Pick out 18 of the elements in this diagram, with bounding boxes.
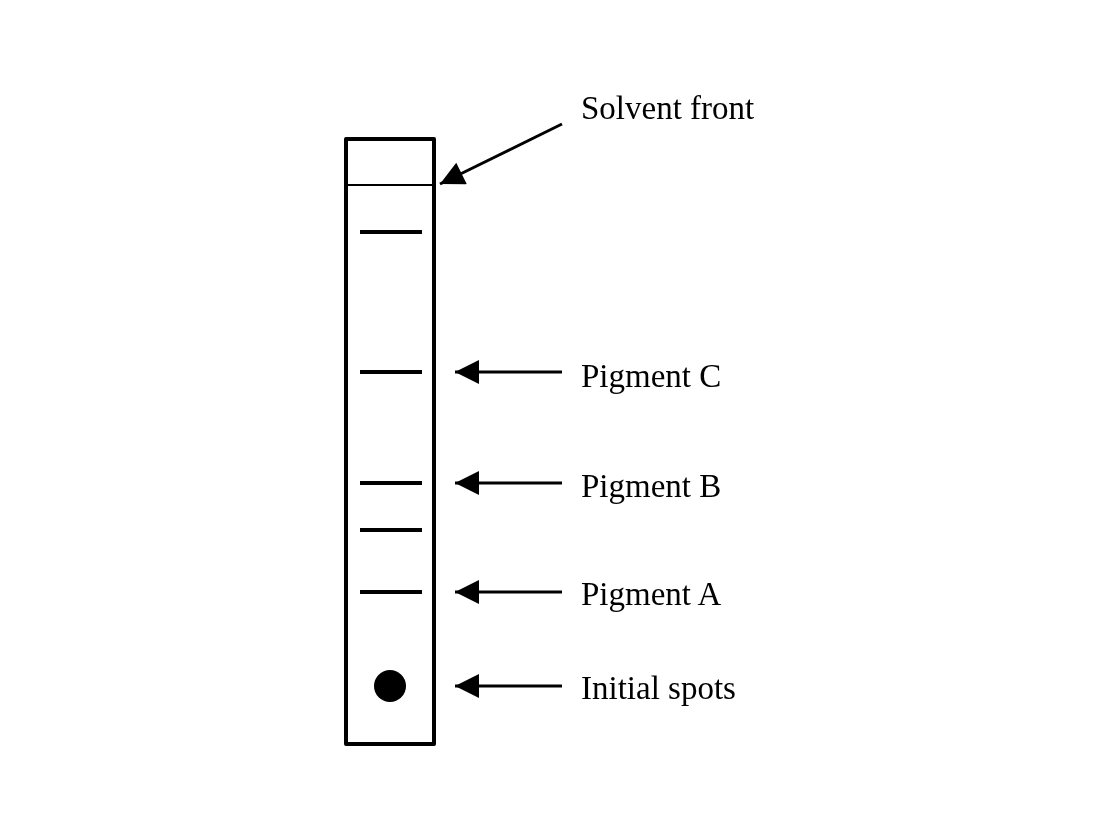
- pigment-label: Pigment C: [581, 356, 722, 396]
- leader-arrow: [455, 674, 562, 698]
- solvent-front-line: [348, 184, 432, 186]
- leader-arrow: [455, 360, 562, 384]
- pigment-band: [360, 230, 422, 234]
- leader-arrow: [455, 471, 562, 495]
- pigment-band: [360, 481, 422, 485]
- leader-arrow: [455, 580, 562, 604]
- pigment-label: Pigment B: [581, 466, 722, 506]
- paper-strip: [344, 137, 436, 746]
- solvent-front-label: Solvent front: [581, 88, 755, 128]
- pigment-label: Pigment A: [581, 574, 722, 614]
- initial-spot: [374, 670, 406, 702]
- pigment-band: [360, 528, 422, 532]
- pigment-band: [360, 370, 422, 374]
- initial-spots-label: Initial spots: [581, 668, 736, 708]
- leader-arrow: [439, 122, 563, 186]
- pigment-band: [360, 590, 422, 594]
